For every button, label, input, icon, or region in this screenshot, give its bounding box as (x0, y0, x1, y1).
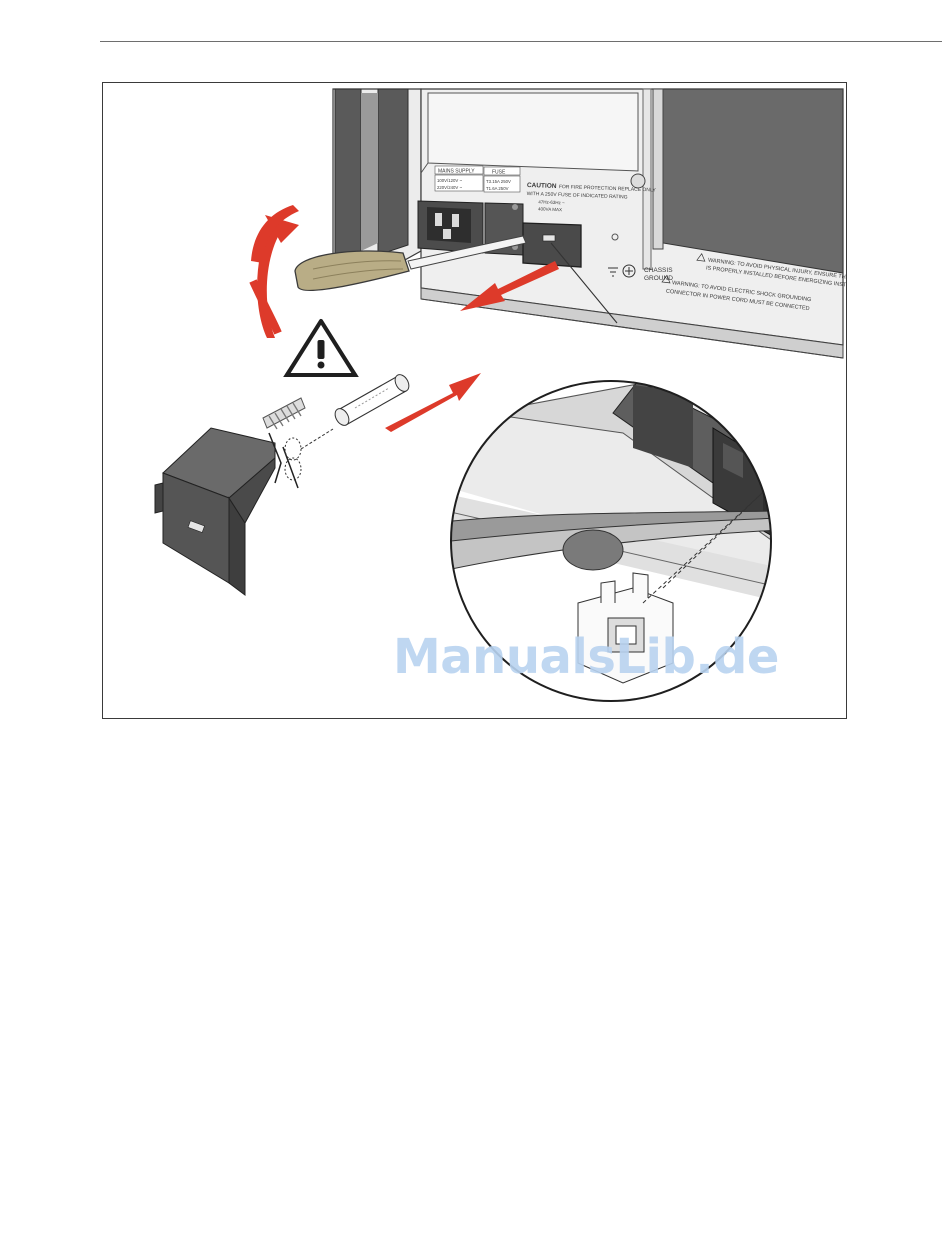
small-warning-icon (696, 253, 706, 262)
fuse-115-label: T3.15A 250V (486, 179, 511, 184)
mains-supply-label: MAINS SUPPLY (438, 169, 475, 175)
instrument-rear-panel: MAINS SUPPLY FUSE 100V/120V ~ 220V/240V … (332, 88, 846, 359)
fuse-label: FUSE (492, 170, 506, 176)
voltage-115-label: 100V/120V ~ (437, 178, 462, 183)
small-warning-icon-2 (661, 274, 671, 284)
rotate-arrow-icon (249, 205, 299, 338)
voltage-230-label: 220V/240V ~ (437, 185, 462, 190)
chassis-ground-label-1: CHASSIS (644, 267, 673, 274)
screwdriver-icon (294, 235, 527, 292)
top-rule (100, 41, 942, 42)
watermark-text: ManualsLib.de (393, 629, 779, 685)
fuse-230-label: T1.6A 250V (486, 186, 509, 191)
frequency-label: 47Hz-63Hz ~ (538, 199, 565, 205)
insert-arrow-icon (385, 373, 481, 432)
power-label: 400VA MAX (538, 206, 562, 212)
callout-line (550, 242, 618, 324)
caution-line-1: FOR FIRE PROTECTION REPLACE ONLY (559, 184, 657, 193)
pull-out-arrow-icon (460, 261, 559, 311)
fuse-holder-icon (154, 397, 334, 596)
caution-line-2: WITH A 250V FUSE OF INDICATED RATING (527, 191, 628, 201)
warning-triangle-icon (283, 319, 359, 377)
caution-title: CAUTION (527, 182, 557, 190)
fuse-cartridge-icon (334, 374, 410, 426)
fuse-replacement-illustration: MAINS SUPPLY FUSE 100V/120V ~ 220V/240V … (154, 88, 846, 702)
figure-frame: MAINS SUPPLY FUSE 100V/120V ~ 220V/240V … (102, 82, 847, 719)
chassis-ground-label-2: GROUND (644, 275, 673, 282)
